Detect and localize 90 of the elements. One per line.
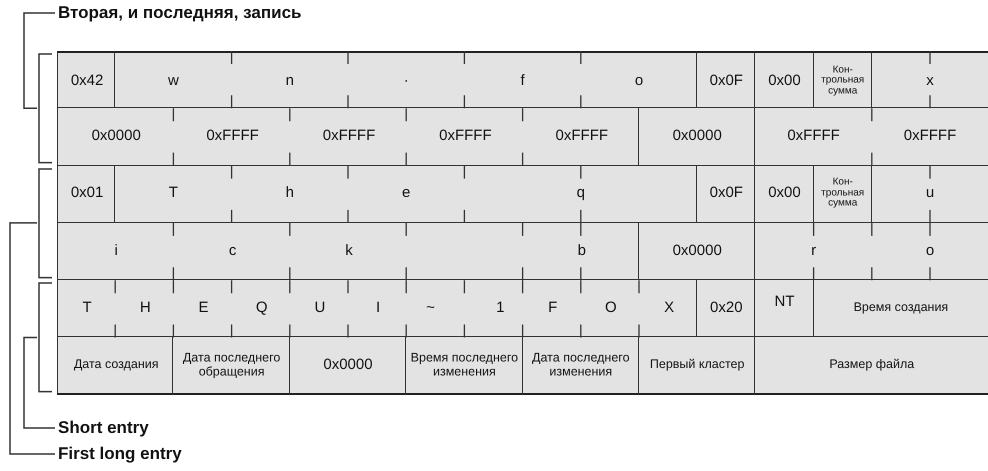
field-cell bbox=[406, 337, 523, 395]
field-value: f bbox=[520, 72, 525, 89]
field-value: 0xFFFF bbox=[206, 128, 259, 144]
field-value: T bbox=[82, 300, 92, 316]
field-value: 0x0000 bbox=[323, 356, 373, 374]
field-value: Кон- трольная сумма bbox=[820, 177, 866, 209]
field-cell bbox=[57, 280, 698, 338]
field-value: 0x20 bbox=[710, 300, 743, 316]
field-cell bbox=[755, 51, 814, 108]
field-value: F bbox=[548, 300, 558, 316]
field-value: 0x01 bbox=[70, 184, 104, 202]
field-cell bbox=[814, 166, 872, 223]
field-value: 0xFFFF bbox=[556, 128, 608, 144]
field-value: w bbox=[168, 72, 179, 89]
field-value: X bbox=[664, 300, 674, 316]
field-cell bbox=[115, 166, 698, 223]
field-cell bbox=[697, 280, 756, 338]
field-value: 0x00 bbox=[768, 72, 801, 89]
field-value: Время создания bbox=[852, 300, 950, 315]
field-cell bbox=[755, 280, 814, 338]
field-value: Дата последнего обращения bbox=[182, 351, 282, 379]
field-value: c bbox=[228, 242, 236, 259]
entry-label: First long entry bbox=[58, 444, 182, 464]
field-cell bbox=[697, 166, 756, 223]
field-value: 0x0F bbox=[710, 184, 743, 202]
field-cell bbox=[173, 337, 290, 395]
field-cell bbox=[639, 337, 756, 395]
entry-label: Short entry bbox=[58, 418, 149, 438]
field-value: Q bbox=[256, 300, 268, 316]
field-cell bbox=[814, 51, 872, 108]
field-value: NT bbox=[774, 294, 794, 310]
field-value: 0x0F bbox=[710, 72, 743, 89]
field-cell bbox=[522, 337, 639, 395]
field-value: 0xFFFF bbox=[439, 128, 492, 144]
field-value: O bbox=[605, 300, 617, 316]
field-cell bbox=[755, 337, 988, 395]
leader-line bbox=[23, 12, 55, 110]
field-value: · bbox=[404, 72, 409, 89]
leader-line bbox=[23, 336, 55, 429]
field-value: i bbox=[114, 242, 118, 259]
field-cell bbox=[57, 108, 639, 166]
field-cell bbox=[57, 222, 639, 280]
field-cell bbox=[57, 51, 116, 108]
field-cell bbox=[872, 51, 988, 108]
field-value: Первый кластер bbox=[648, 358, 746, 372]
field-cell bbox=[115, 51, 698, 108]
field-value: r bbox=[811, 242, 816, 259]
field-cell bbox=[814, 280, 988, 338]
field-cell bbox=[755, 222, 988, 280]
field-value: o bbox=[926, 242, 934, 259]
field-value: 0x42 bbox=[70, 72, 104, 89]
field-value: b bbox=[578, 242, 586, 259]
field-value: I bbox=[376, 300, 380, 316]
field-value: E bbox=[198, 300, 208, 316]
field-cell bbox=[639, 108, 756, 166]
field-value: 0x0000 bbox=[672, 128, 722, 144]
field-value: Время последнего изменения bbox=[410, 351, 520, 379]
field-cell bbox=[639, 222, 756, 280]
field-value: 0x0000 bbox=[92, 128, 141, 144]
field-value: Дата последнего изменения bbox=[531, 351, 631, 379]
field-value: e bbox=[402, 184, 410, 202]
field-value: q bbox=[576, 184, 585, 202]
entry-label: Вторая, и последняя, запись bbox=[58, 3, 302, 23]
field-cell bbox=[57, 166, 116, 223]
field-value: 0xFFFF bbox=[904, 128, 956, 144]
field-value: Кон- трольная сумма bbox=[820, 64, 866, 96]
field-value: h bbox=[286, 184, 294, 202]
field-value: Размер файла bbox=[828, 358, 916, 372]
field-cell bbox=[290, 337, 406, 395]
field-value: 0xFFFF bbox=[787, 128, 840, 144]
field-value: ~ bbox=[426, 300, 435, 316]
field-cell bbox=[872, 166, 988, 223]
field-cell bbox=[755, 108, 988, 166]
field-value: 0x0000 bbox=[672, 242, 722, 259]
field-value: u bbox=[926, 184, 934, 202]
field-cell bbox=[57, 337, 174, 395]
field-cell bbox=[697, 51, 756, 108]
field-value: Дата создания bbox=[72, 358, 160, 372]
field-value: x bbox=[926, 72, 934, 89]
field-value: T bbox=[168, 184, 178, 202]
field-value: H bbox=[140, 300, 151, 316]
field-value: 1 bbox=[496, 300, 504, 316]
field-value: U bbox=[314, 300, 326, 316]
field-value: k bbox=[345, 242, 353, 259]
leader-line bbox=[9, 222, 55, 455]
field-value: n bbox=[286, 72, 294, 89]
field-value: 0xFFFF bbox=[322, 128, 376, 144]
field-value: 0x00 bbox=[768, 184, 801, 202]
field-value: o bbox=[634, 72, 644, 89]
field-cell bbox=[755, 166, 814, 223]
